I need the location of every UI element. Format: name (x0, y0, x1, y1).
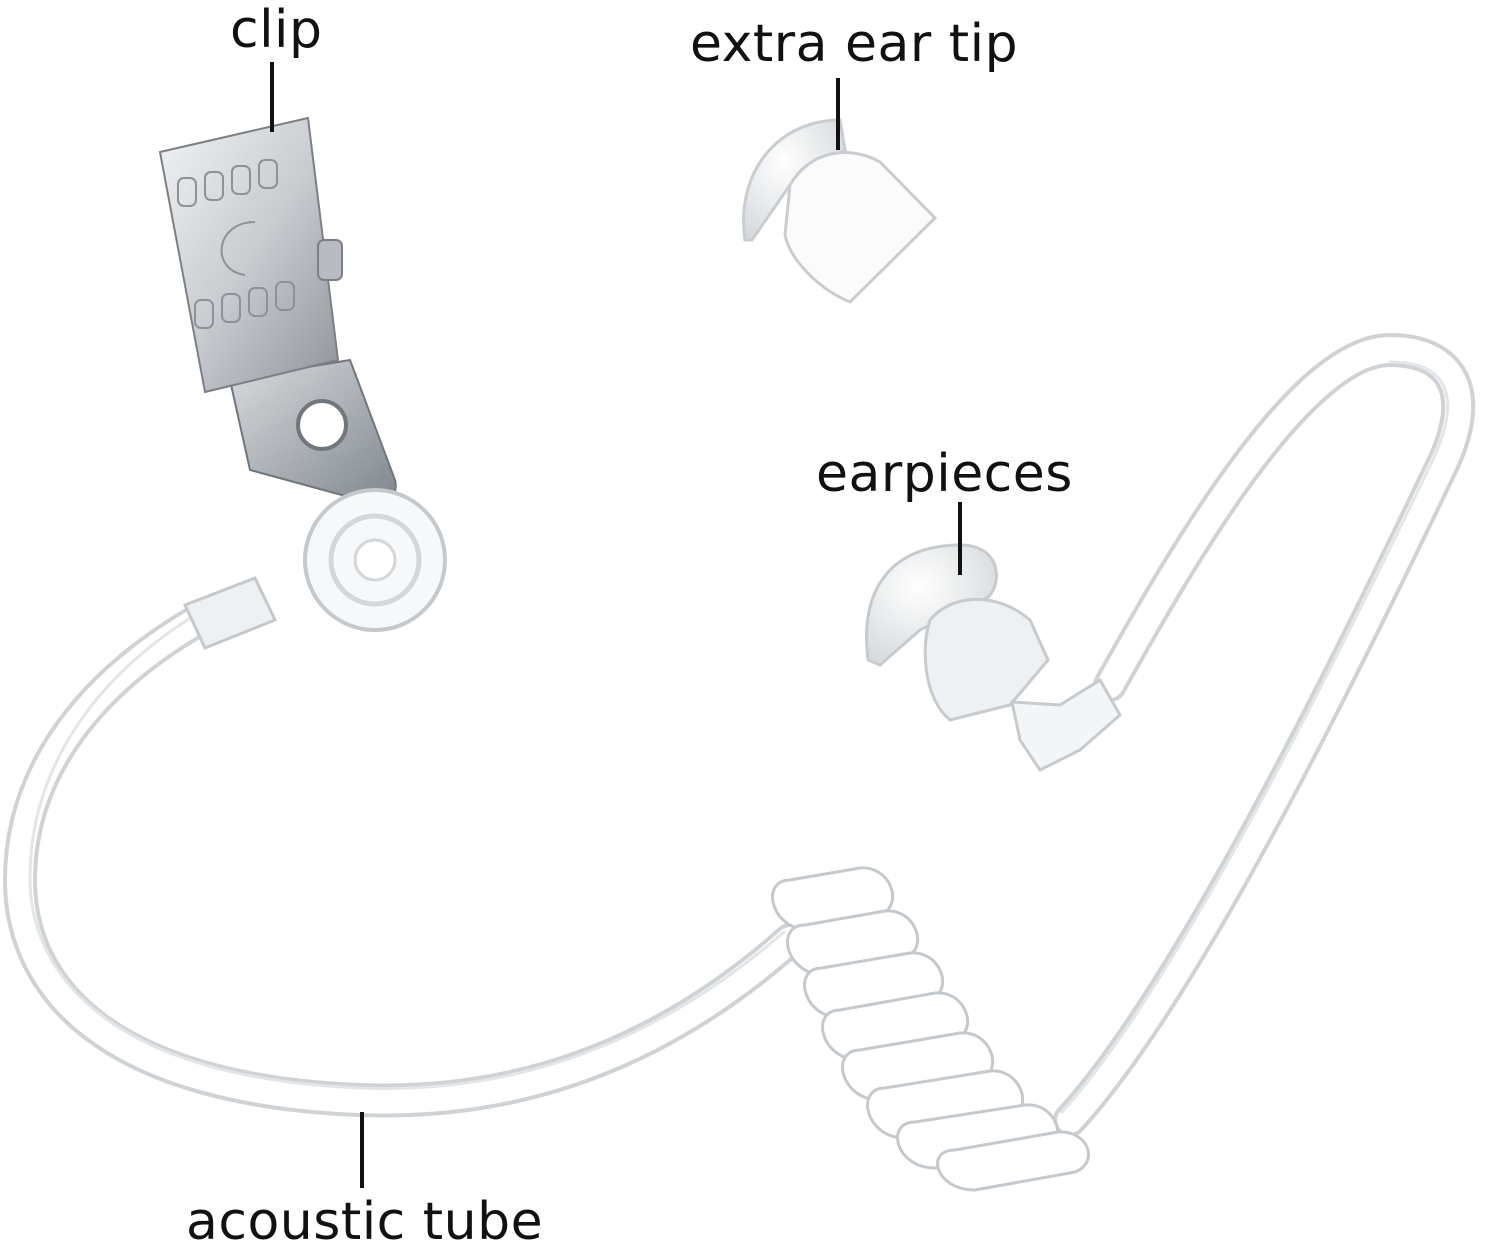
tube-connector (182, 488, 447, 650)
tube-coil (771, 866, 1090, 1192)
leader-lines (270, 62, 962, 1188)
extra-ear-tip (742, 118, 938, 304)
label-extra-ear-tip: extra ear tip (690, 14, 1019, 74)
acoustic-tube (3, 333, 1476, 1137)
label-acoustic-tube: acoustic tube (186, 1192, 544, 1252)
label-clip: clip (230, 0, 323, 60)
clip (158, 116, 397, 505)
earpiece (865, 543, 1122, 772)
label-earpieces: earpieces (816, 444, 1073, 504)
